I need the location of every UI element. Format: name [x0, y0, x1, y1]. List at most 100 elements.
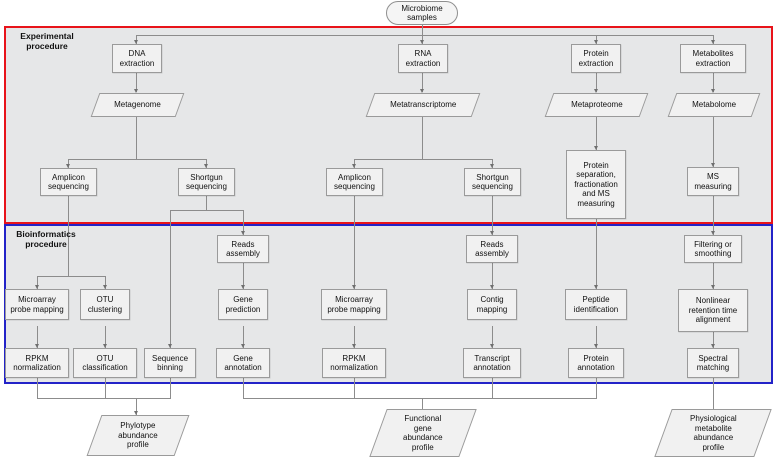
connector-binning-to-merge-left — [170, 378, 171, 398]
node-microbiome-samples[interactable]: Microbiome samples — [386, 1, 458, 25]
arrowhead-gene-prediction — [240, 285, 245, 289]
connector-rna-amplicon-down — [354, 196, 355, 289]
node-rna-extraction[interactable]: RNA extraction — [398, 44, 448, 73]
connector-rna-shotgun-down — [492, 196, 493, 235]
node-dna-rpkm-normalization[interactable]: RPKM normalization — [5, 348, 69, 378]
connector-dna-amplicon-down — [68, 196, 69, 276]
node-dna-amplicon-sequencing[interactable]: Amplicon sequencing — [40, 168, 97, 196]
arrowhead-otu-clustering — [102, 285, 107, 289]
connector-to-dna-microarray — [37, 276, 38, 289]
arrowhead-rna-rpkm — [351, 344, 356, 348]
connector-rna-microarray-to-rpkm — [354, 326, 355, 348]
node-contig-mapping[interactable]: Contig mapping — [467, 289, 517, 320]
connector-samples-down — [422, 24, 423, 36]
node-metaproteome-label: Metaproteome — [570, 100, 623, 110]
arrowhead-protein-extraction — [593, 40, 598, 44]
node-rna-amplicon-sequencing[interactable]: Amplicon sequencing — [326, 168, 383, 196]
node-protein-extraction[interactable]: Protein extraction — [571, 44, 621, 73]
connector-to-otu-clustering — [105, 276, 106, 289]
arrowhead-phylotype-profile — [133, 411, 138, 415]
node-protein-separation[interactable]: Protein separation, fractionation and MS… — [566, 150, 626, 219]
connector-rnarpkm-to-merge-mid — [354, 378, 355, 398]
arrowhead-rna-amplicon — [351, 164, 356, 168]
node-phylotype-abundance-profile[interactable]: Phylotype abundance profile — [86, 415, 190, 456]
connector-metatranscriptome-down — [422, 117, 423, 159]
node-dna-microarray-probe-mapping[interactable]: Microarray probe mapping — [5, 289, 69, 320]
arrowhead-dna-extraction — [133, 40, 138, 44]
arrowhead-dna-amplicon — [65, 164, 70, 168]
arrowhead-dna-microarray — [34, 285, 39, 289]
connector-otu-cluster-to-class — [105, 326, 106, 348]
node-sequence-binning[interactable]: Sequence binning — [144, 348, 196, 378]
node-gene-prediction[interactable]: Gene prediction — [218, 289, 268, 320]
node-nonlinear-retention-time-alignment[interactable]: Nonlinear retention time alignment — [678, 289, 748, 332]
node-rna-rpkm-normalization[interactable]: RPKM normalization — [322, 348, 386, 378]
node-rna-reads-assembly[interactable]: Reads assembly — [466, 235, 518, 263]
arrowhead-protein-separation — [593, 146, 598, 150]
arrowhead-metagenome — [133, 89, 138, 93]
node-transcript-annotation[interactable]: Transcript annotation — [463, 348, 521, 378]
connector-protein-to-metaproteome — [596, 73, 597, 92]
connector-transcript-to-merge-mid — [492, 378, 493, 398]
node-ms-measuring[interactable]: MS measuring — [687, 167, 739, 196]
arrowhead-transcript-annotation — [489, 344, 494, 348]
arrowhead-metabolites-extraction — [710, 40, 715, 44]
connector-bus-to-metabolites — [713, 35, 714, 44]
connector-contig-to-transcript — [492, 326, 493, 348]
node-filtering-or-smoothing[interactable]: Filtering or smoothing — [684, 235, 742, 263]
connector-alignment-to-spectral — [713, 332, 714, 348]
node-dna-extraction[interactable]: DNA extraction — [112, 44, 162, 73]
arrowhead-otu-classification — [102, 344, 107, 348]
connector-dna-reads-to-gene-prediction — [243, 263, 244, 289]
connector-to-rna-amplicon — [354, 159, 355, 168]
connector-dna-shotgun-down — [206, 196, 207, 210]
node-dna-shotgun-sequencing[interactable]: Shortgun sequencing — [178, 168, 235, 196]
connector-rna-to-metatranscriptome — [422, 73, 423, 92]
arrowhead-rna-reads-assembly — [489, 231, 494, 235]
node-metagenome-label: Metagenome — [114, 100, 161, 110]
node-spectral-matching[interactable]: Spectral matching — [687, 348, 739, 378]
connector-spectral-to-physiological — [713, 378, 714, 414]
node-metabolites-extraction[interactable]: Metabolites extraction — [680, 44, 746, 73]
arrowhead-ms-measuring — [710, 163, 715, 167]
connector-filtering-to-alignment — [713, 263, 714, 289]
arrowhead-rna-extraction — [419, 40, 424, 44]
connector-merge-mid-down — [422, 398, 423, 415]
arrowhead-rna-microarray — [351, 285, 356, 289]
arrowhead-peptide-identification — [593, 285, 598, 289]
node-rna-microarray-probe-mapping[interactable]: Microarray probe mapping — [321, 289, 387, 320]
node-functional-gene-abundance-profile[interactable]: Functional gene abundance profile — [369, 409, 477, 457]
node-physiological-metabolite-abundance-profile[interactable]: Physiological metabolite abundance profi… — [654, 409, 772, 457]
connector-metabolome-down — [713, 117, 714, 167]
arrowhead-metaproteome — [593, 89, 598, 93]
connector-proteinannot-to-merge-mid — [596, 378, 597, 398]
node-dna-reads-assembly[interactable]: Reads assembly — [217, 235, 269, 263]
connector-dna-shotgun-split — [170, 210, 243, 211]
arrowhead-spectral-matching — [710, 344, 715, 348]
arrowhead-sequence-binning — [167, 344, 172, 348]
connector-metatranscriptome-split — [354, 159, 492, 160]
node-metatranscriptome[interactable]: Metatranscriptome — [365, 93, 481, 117]
arrowhead-dna-rpkm — [34, 344, 39, 348]
node-otu-classification[interactable]: OTU classification — [73, 348, 137, 378]
connector-to-sequence-binning — [170, 210, 171, 348]
node-rna-shotgun-sequencing[interactable]: Shortgun sequencing — [464, 168, 521, 196]
node-otu-clustering[interactable]: OTU clustering — [80, 289, 130, 320]
node-metagenome[interactable]: Metagenome — [90, 93, 185, 117]
connector-gene-pred-to-annot — [243, 326, 244, 348]
connector-metabolites-to-metabolome — [713, 73, 714, 92]
connector-metagenome-split — [68, 159, 206, 160]
node-phylotype-label: Phylotype abundance profile — [118, 421, 158, 450]
connector-to-dna-reads-assembly — [243, 210, 244, 235]
node-gene-annotation[interactable]: Gene annotation — [216, 348, 270, 378]
connector-dna-amplicon-split — [37, 276, 105, 277]
node-protein-annotation[interactable]: Protein annotation — [568, 348, 624, 378]
node-peptide-identification[interactable]: Peptide identification — [565, 289, 627, 320]
node-metaproteome[interactable]: Metaproteome — [544, 93, 649, 117]
connector-peptide-to-protein-annot — [596, 326, 597, 348]
arrowhead-contig-mapping — [489, 285, 494, 289]
connector-bus-to-dna — [136, 35, 137, 44]
connector-geneannot-to-merge-mid — [243, 378, 244, 398]
node-metabolome[interactable]: Metabolome — [667, 93, 761, 117]
